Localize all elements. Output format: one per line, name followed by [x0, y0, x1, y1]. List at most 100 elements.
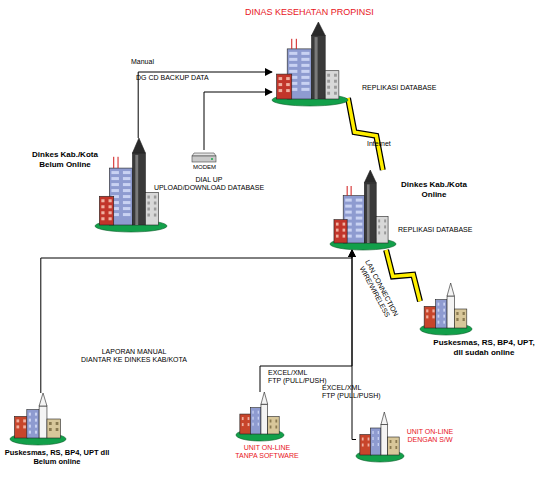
window — [336, 223, 339, 226]
window — [368, 444, 370, 447]
window — [395, 446, 397, 449]
building-icon — [330, 170, 396, 250]
wrap-spacer — [150, 176, 187, 184]
antenna — [118, 157, 119, 168]
window — [345, 205, 352, 208]
window — [384, 225, 386, 228]
window — [101, 217, 104, 220]
window — [49, 422, 52, 425]
wrap-spacer — [366, 384, 386, 392]
window — [109, 199, 112, 202]
window — [301, 64, 309, 67]
building-node: Puskesmas, RS, BP4, UPT, dll sudah onlin… — [420, 283, 472, 335]
window — [258, 417, 259, 420]
window — [443, 303, 445, 306]
grey-building — [145, 193, 158, 225]
tower-block — [132, 153, 145, 225]
edge-label: LAPORAN MANUAL DIANTAR KE DINKES KAB/KOT… — [78, 348, 190, 364]
window — [147, 196, 149, 199]
office-block — [370, 428, 381, 455]
building-node: UNIT ON-LINE DENGAN S/W — [356, 412, 404, 462]
flow-arrow — [138, 72, 272, 138]
tan-building — [454, 309, 466, 328]
window — [101, 199, 104, 202]
bolt-outline — [348, 98, 383, 170]
tower-roof — [39, 393, 47, 406]
window — [242, 423, 244, 426]
window — [378, 443, 379, 446]
window — [456, 312, 458, 315]
window — [56, 422, 59, 425]
office-block — [27, 410, 39, 438]
window — [123, 171, 131, 174]
white-tower — [39, 406, 47, 438]
window — [334, 92, 337, 95]
window — [248, 423, 250, 426]
window — [426, 309, 428, 312]
window — [109, 217, 112, 220]
antenna — [347, 186, 348, 196]
tower-highlight — [135, 155, 138, 225]
window — [23, 425, 26, 428]
window — [443, 321, 445, 324]
red-building — [360, 435, 372, 456]
window — [123, 195, 131, 198]
window — [35, 413, 37, 416]
tan-building — [47, 419, 60, 438]
window — [463, 318, 465, 321]
window — [252, 417, 253, 420]
window — [279, 77, 283, 80]
node-title: Puskesmas, RS, BP4, UPT, dll sudah onlin… — [430, 338, 538, 358]
window — [432, 309, 434, 312]
node-note: REPLIKASI DATABASE — [362, 84, 436, 92]
tower-highlight — [367, 184, 370, 243]
node-title: MODEM — [193, 164, 216, 171]
tan-building — [268, 417, 280, 435]
window — [35, 431, 37, 434]
antenna — [296, 39, 297, 49]
connectors — [41, 72, 420, 440]
window — [378, 219, 380, 222]
window — [111, 189, 119, 192]
modem-node: MODEM — [192, 150, 216, 162]
white-tower — [381, 425, 388, 456]
window — [395, 440, 397, 443]
node-title: UNIT ON-LINE DENGAN S/W — [404, 428, 456, 444]
window — [327, 92, 330, 95]
window — [443, 309, 445, 312]
window — [49, 428, 52, 431]
wrap-spacer — [312, 369, 332, 377]
window — [101, 211, 104, 214]
window — [438, 309, 440, 312]
window — [356, 217, 363, 220]
window — [289, 64, 297, 67]
window — [147, 214, 149, 217]
building-icon — [236, 392, 284, 441]
window — [432, 315, 434, 318]
red-building — [14, 416, 27, 438]
tower-spire — [364, 170, 376, 183]
window — [345, 211, 352, 214]
lightning-link — [386, 250, 420, 301]
window — [111, 183, 119, 186]
window — [275, 420, 277, 423]
window — [29, 413, 31, 416]
node-title: Puskesmas, RS, BP4, UPT dll Belum online — [2, 448, 112, 466]
building-icon — [272, 22, 348, 106]
flow-arrow — [260, 250, 352, 392]
modem-top — [192, 153, 216, 156]
window — [301, 82, 309, 85]
window — [258, 423, 259, 426]
window — [154, 214, 156, 217]
window — [334, 86, 337, 89]
wrap-spacer — [169, 348, 190, 356]
edge-label: EXCEL/XML FTP (PULL/PUSH) — [322, 384, 386, 400]
note-label: DG CD BACKUP DATA — [136, 74, 209, 82]
tower-block — [364, 183, 376, 243]
window — [123, 213, 131, 216]
grey-building — [376, 216, 388, 243]
window — [286, 77, 290, 80]
window — [248, 417, 250, 420]
window — [289, 58, 297, 61]
window — [123, 177, 131, 180]
